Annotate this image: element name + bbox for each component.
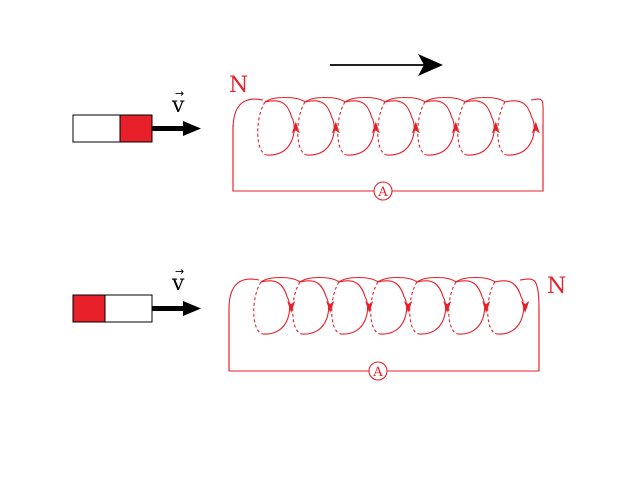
bottom-vector-arrow-icon: → xyxy=(175,265,184,278)
top-magnet-body xyxy=(72,114,121,143)
top-circuit: A xyxy=(232,125,544,201)
bottom-coil-front-strand xyxy=(260,280,291,335)
top-coil-top-link xyxy=(344,96,386,103)
top-coil-front-strand xyxy=(384,100,415,156)
bottom-current-arrowhead xyxy=(287,301,296,313)
top-coil-back-strand xyxy=(297,101,308,156)
top-coil-pole-label: N xyxy=(229,73,248,98)
bottom-magnet-pole xyxy=(72,294,106,323)
top-magnet xyxy=(72,114,153,143)
bottom-circuit: A xyxy=(228,306,540,381)
bottom-coil-top-link xyxy=(338,276,379,283)
bottom-coil-front-strand xyxy=(338,280,369,335)
top-current-arrowhead xyxy=(531,121,540,134)
bottom-coil-back-strand xyxy=(448,281,459,335)
top-circuit-wire xyxy=(232,125,544,192)
bottom-coil-front-strand xyxy=(416,280,447,335)
bottom-coil-back-strand xyxy=(409,281,420,335)
bottom-coil-top-link xyxy=(377,276,418,283)
bottom-coil-back-strand xyxy=(331,281,342,335)
motion-arrow xyxy=(330,54,443,76)
top-setup: v → N A xyxy=(72,73,544,201)
bottom-coil-pole-label: N xyxy=(547,274,566,299)
top-coil-top-link xyxy=(384,96,426,103)
bottom-coil-lead-right xyxy=(519,278,540,371)
bottom-circuit-wire xyxy=(228,306,540,372)
bottom-coil-front-strand xyxy=(299,280,330,335)
bottom-coil xyxy=(228,276,540,371)
top-coil-front-strand xyxy=(504,100,535,156)
bottom-coil-lead-left xyxy=(228,278,260,371)
bottom-coil-back-strand xyxy=(292,281,303,335)
bottom-coil-top-link xyxy=(299,276,340,283)
top-coil-back-strand xyxy=(377,101,388,156)
bottom-setup: v → N A xyxy=(72,265,566,381)
bottom-current-arrowhead xyxy=(482,301,491,313)
top-vector-arrow-icon: → xyxy=(175,87,184,100)
bottom-current-arrowhead xyxy=(443,301,452,313)
top-velocity-arrow xyxy=(152,121,201,136)
top-coil-back-strand xyxy=(257,101,268,156)
bottom-current-arrowhead xyxy=(521,301,530,313)
top-coil-back-strand xyxy=(497,101,508,156)
top-coil-top-link xyxy=(264,96,306,103)
top-velocity-label: v xyxy=(171,93,185,118)
top-ammeter-label: A xyxy=(377,185,388,200)
bottom-velocity-label: v xyxy=(171,271,185,296)
top-coil-top-link xyxy=(424,96,466,103)
bottom-velocity-arrow xyxy=(152,301,201,316)
bottom-coil-top-link xyxy=(455,276,496,283)
bottom-coil-front-strand xyxy=(494,280,525,335)
top-coil-back-strand xyxy=(457,101,468,156)
bottom-magnet-body xyxy=(104,294,153,323)
top-coil-front-strand xyxy=(464,100,495,156)
bottom-ammeter-label: A xyxy=(372,365,383,380)
bottom-coil-top-link xyxy=(260,276,301,283)
top-coil-front-strand xyxy=(344,100,375,156)
top-magnet-pole xyxy=(119,114,153,143)
top-coil-top-link xyxy=(304,96,346,103)
bottom-current-arrowhead xyxy=(365,301,374,313)
top-coil-lead-right xyxy=(530,98,544,191)
bottom-coil-back-strand xyxy=(253,281,264,335)
bottom-coil-back-strand xyxy=(370,281,381,335)
bottom-velocity-label-group: v → xyxy=(171,265,185,296)
bottom-current-arrowhead xyxy=(326,301,335,313)
top-coil-front-strand xyxy=(264,100,295,156)
bottom-coil-front-strand xyxy=(377,280,408,335)
bottom-coil-top-link xyxy=(416,276,457,283)
top-coil-top-link xyxy=(464,96,506,103)
bottom-coil-back-strand xyxy=(487,281,498,335)
bottom-current-arrowhead xyxy=(404,301,413,313)
top-coil-back-strand xyxy=(337,101,348,156)
bottom-magnet xyxy=(72,294,153,323)
top-coil-lead-left xyxy=(232,98,264,191)
bottom-coil-front-strand xyxy=(455,280,486,335)
bottom-ammeter xyxy=(368,361,388,381)
top-coil-front-strand xyxy=(304,100,335,156)
top-coil xyxy=(232,96,544,191)
top-velocity-label-group: v → xyxy=(171,87,185,118)
top-ammeter xyxy=(373,181,393,201)
top-coil-back-strand xyxy=(417,101,428,156)
top-coil-front-strand xyxy=(424,100,455,156)
